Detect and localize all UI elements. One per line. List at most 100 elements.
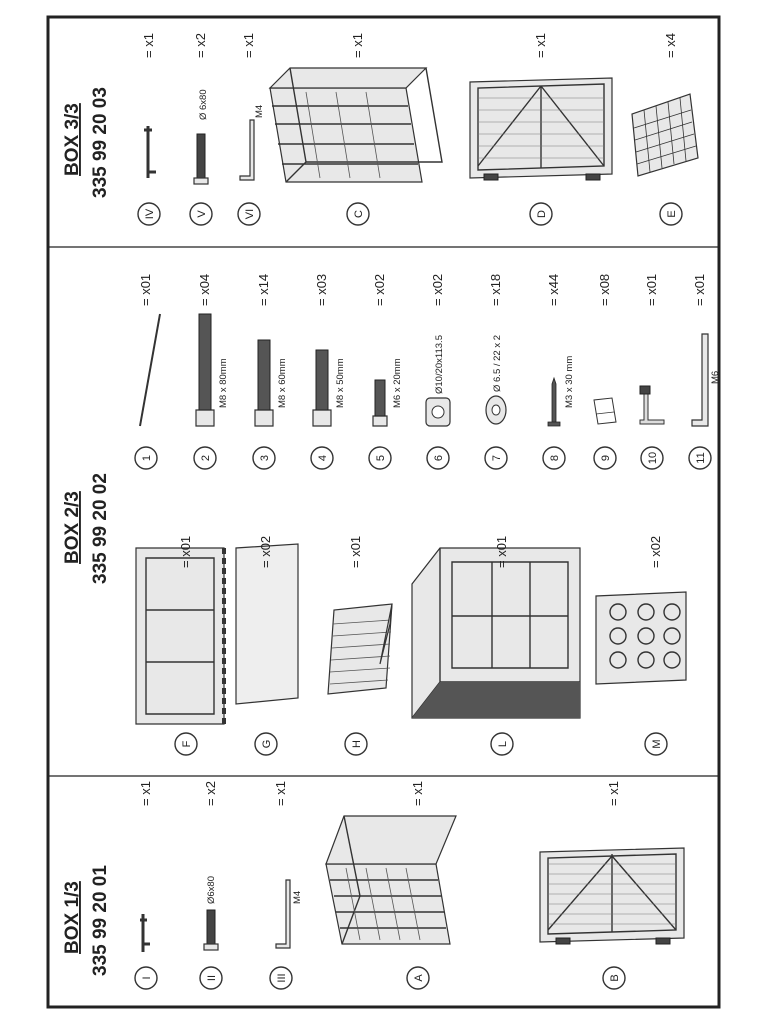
qty-label: = x1 (533, 33, 548, 58)
dowel-icon (206, 909, 216, 945)
box-2-hw-6: 6 Ø10/20x113.5 = x02 (425, 274, 451, 470)
qty-label: = x1 (138, 781, 153, 806)
qty-label: = x44 (546, 274, 561, 306)
qty-label: = x4 (663, 33, 678, 58)
box-3-item-E: E = x4 (631, 33, 699, 226)
badge-label: VI (244, 209, 256, 219)
badge-label: 11 (695, 452, 707, 463)
box-2-title: BOX 2/3 (62, 491, 83, 564)
box-2-hw-10: 10 = x01 (639, 274, 665, 470)
box-3-section: BOX 3/3 335 99 20 03 IV = x1 V Ø 6x80 = … (62, 33, 699, 226)
badge-label: G (261, 740, 273, 749)
badge-label: 7 (491, 455, 503, 461)
wood-screw-icon (547, 376, 561, 427)
bolt-caption: M6 x 20mm (392, 358, 403, 408)
badge-label: II (206, 975, 218, 981)
qty-label: = x1 (241, 33, 256, 58)
qty-label: = x18 (488, 274, 503, 306)
box-2-hw-2: 2 M8 x 80mm = x04 (193, 274, 229, 470)
qty-label: = x14 (256, 274, 271, 306)
handle-icon (140, 914, 150, 952)
box-2-panel-G: G = x02 (235, 536, 299, 756)
bolt-icon (315, 349, 329, 411)
box-1-title: BOX 1/3 (62, 881, 83, 954)
box-3-item-IV: IV = x1 (137, 33, 161, 226)
badge-label: 5 (375, 455, 387, 461)
badge-label: H (351, 740, 363, 748)
qty-label: = x1 (410, 781, 425, 806)
box-3-item-VI: VI M4 = x1 (237, 33, 265, 226)
badge-label: D (536, 210, 548, 218)
rod-icon (139, 313, 161, 427)
grid-insert-icon (631, 93, 699, 177)
badge-label: 4 (317, 455, 329, 461)
bolt-icon (195, 409, 215, 427)
qty-label: = x2 (193, 33, 208, 58)
bolt-icon (374, 379, 386, 417)
badge-label: 10 (647, 452, 659, 464)
badge-label: IV (144, 208, 156, 219)
box-2-hw-9: 9 = x08 (593, 274, 617, 470)
badge-label: L (497, 741, 509, 747)
badge-label: I (141, 976, 153, 979)
slatted-shelf-icon (327, 603, 393, 695)
bracket-icon (593, 397, 617, 425)
box-2-hw-8: 8 M3 x 30 mm = x44 (542, 274, 575, 470)
door-panel-icon (469, 77, 613, 181)
box-2-panel-M: M = x02 (595, 536, 687, 756)
qty-label: = x1 (606, 781, 621, 806)
badge-label: 9 (600, 455, 612, 461)
box-2-hw-3: 3 M8 x 60mm = x14 (252, 274, 288, 470)
box-2-hw-7: 7 Ø 6.5 / 22 x 2 = x18 (484, 274, 508, 470)
badge-circle (134, 966, 158, 990)
qty-label: = x02 (430, 274, 445, 306)
allen-key-caption: M4 (254, 105, 265, 118)
badge-label: 6 (433, 455, 445, 461)
box-1-item-B: B = x1 (539, 781, 685, 990)
dowel-caption: Ø 6x80 (198, 89, 209, 120)
box-3-item-C: C = x1 (268, 33, 443, 226)
flat-board-icon (235, 543, 299, 705)
qty-label: = x04 (197, 274, 212, 306)
qty-label: = x01 (138, 274, 153, 306)
box-2-panel-H: H = x01 (327, 536, 393, 756)
badge-label: A (413, 974, 425, 982)
washer-caption: Ø 6.5 / 22 x 2 (492, 335, 503, 392)
dowel-caption: Ø6x80 (206, 876, 217, 904)
bolt-caption: M8 x 50mm (335, 358, 346, 408)
spacer-caption: Ø10/20x113.5 (434, 335, 445, 394)
qty-label: = x1 (350, 33, 365, 58)
box-2-hw-4: 4 M8 x 50mm = x03 (310, 274, 346, 470)
box-2-hw-1: 1 = x01 (134, 274, 161, 470)
box-2-section: BOX 2/3 335 99 20 02 F = x01 G = x02 (62, 274, 721, 756)
badge-label: F (181, 740, 193, 747)
box-2-panel-L: L = x01 (411, 536, 581, 756)
box-2-panel-F: F = x01 (135, 536, 226, 756)
qty-label: = x02 (372, 274, 387, 306)
box-1-item-II: II Ø6x80 = x2 (199, 781, 223, 990)
bolt-caption: M8 x 80mm (218, 358, 229, 408)
badge-label: C (353, 210, 365, 218)
bolt-caption: M8 x 60mm (277, 358, 288, 408)
qty-label: = x02 (648, 536, 663, 568)
box-2-code: 335 99 20 02 (90, 473, 111, 584)
qty-label: = x02 (258, 536, 273, 568)
dowel-icon (196, 133, 206, 179)
qty-label: = x01 (494, 536, 509, 568)
badge-label: M (651, 739, 663, 748)
badge-label: 1 (141, 455, 153, 461)
door-panel-icon (539, 847, 685, 945)
allen-key-icon (239, 119, 255, 181)
outer-frame (46, 15, 721, 1009)
box-3-code: 335 99 20 03 (90, 87, 111, 198)
allen-key-icon (691, 333, 709, 427)
qty-label: = x2 (203, 781, 218, 806)
badge-label: 8 (549, 455, 561, 461)
qty-label: = x01 (178, 536, 193, 568)
allen-key-caption: M4 (292, 891, 303, 904)
qty-label: = x1 (273, 781, 288, 806)
badge-label: III (276, 973, 288, 982)
allen-key-caption: M6 (710, 371, 721, 384)
box-1-item-A: A = x1 (325, 781, 457, 990)
